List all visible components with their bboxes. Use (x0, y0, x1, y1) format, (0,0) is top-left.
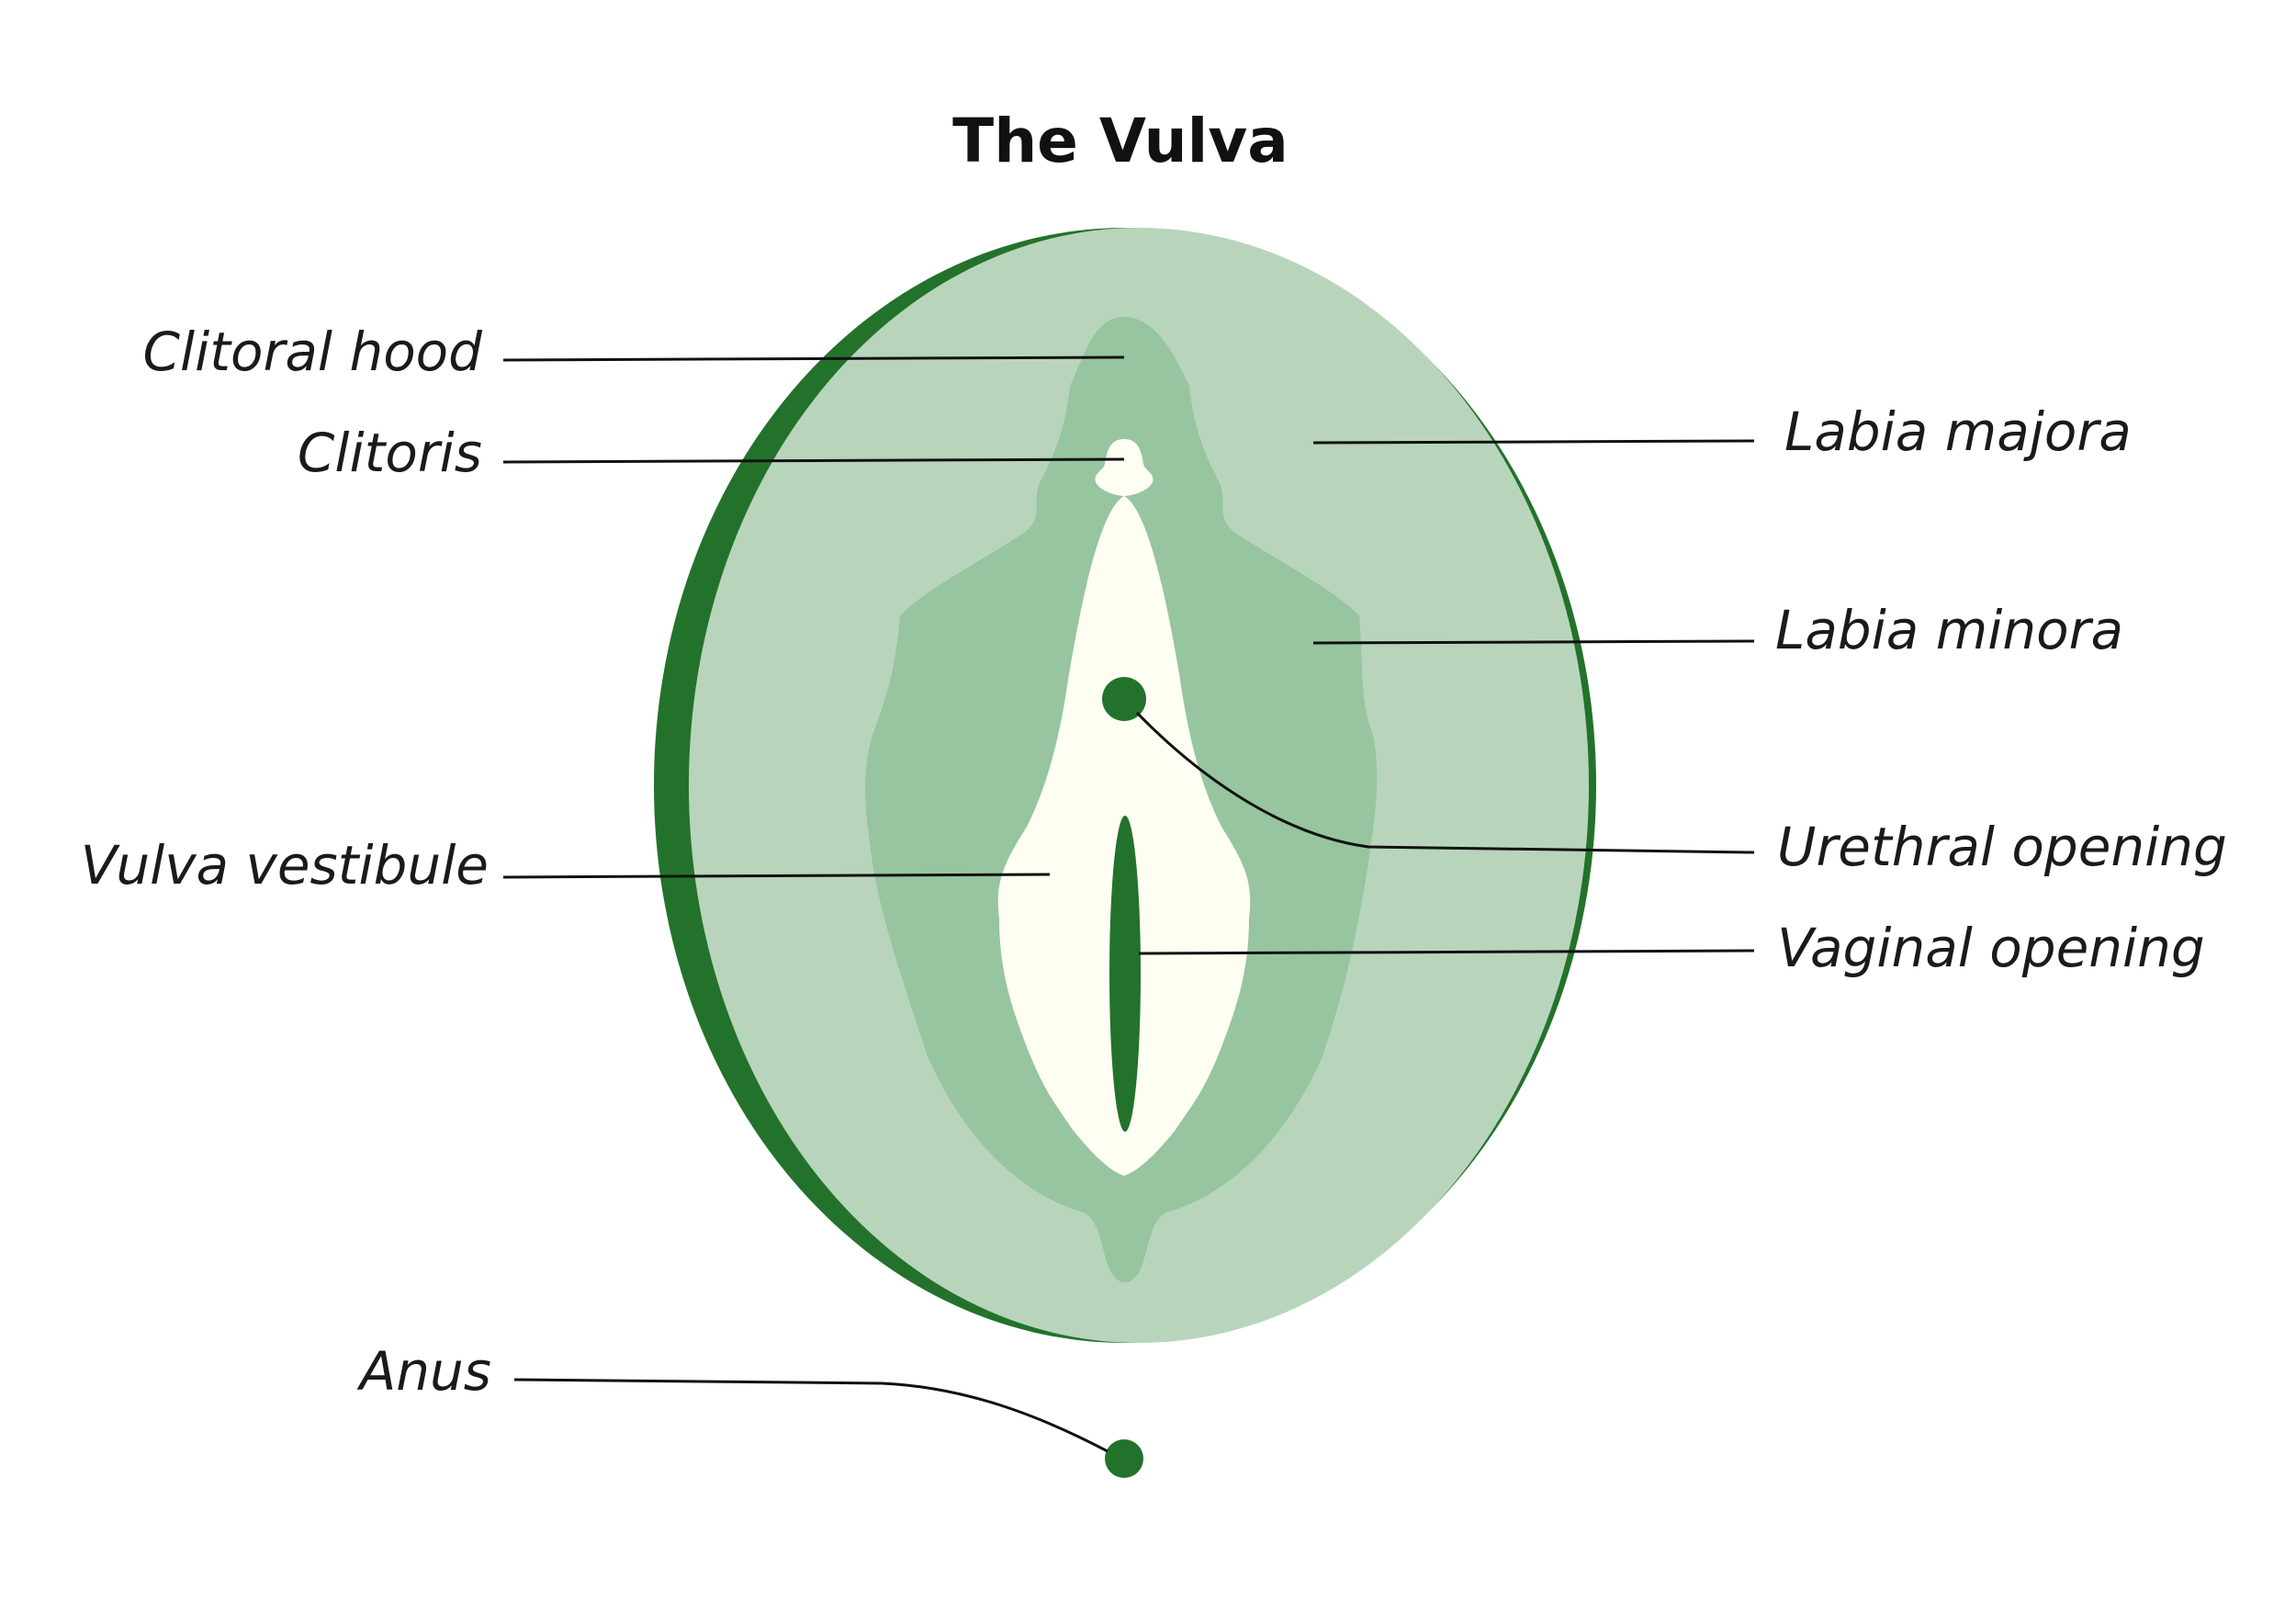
label-vulva-vestibule: Vulva vestibule (81, 834, 489, 896)
labia-minora-leader (1312, 639, 1755, 645)
clitoris-shape (1095, 439, 1154, 496)
anus-leader (513, 1378, 1109, 1453)
label-labia-majora: Labia majora (1784, 400, 2132, 463)
clitoral-hood-leader (502, 355, 1125, 362)
vulva-vestibule-leader (502, 873, 1051, 879)
label-clitoris: Clitoris (298, 422, 482, 484)
labia-majora-leader (1312, 439, 1755, 445)
urethral-opening-dot (1102, 677, 1146, 721)
label-anus: Anus (356, 1340, 491, 1403)
label-clitoral-hood: Clitoral hood (143, 321, 484, 383)
diagram-title: The Vulva (952, 106, 1289, 176)
clitoris-leader (502, 457, 1125, 464)
label-urethral-opening: Urethral opening (1777, 816, 2227, 878)
vaginal-opening-shape (1109, 816, 1141, 1132)
urethral-opening-leader (1135, 711, 1755, 854)
label-vaginal-opening: Vaginal opening (1777, 917, 2205, 979)
label-labia-minora: Labia minora (1775, 599, 2123, 661)
anus-dot (1105, 1439, 1143, 1478)
vaginal-opening-leader (1138, 949, 1755, 955)
